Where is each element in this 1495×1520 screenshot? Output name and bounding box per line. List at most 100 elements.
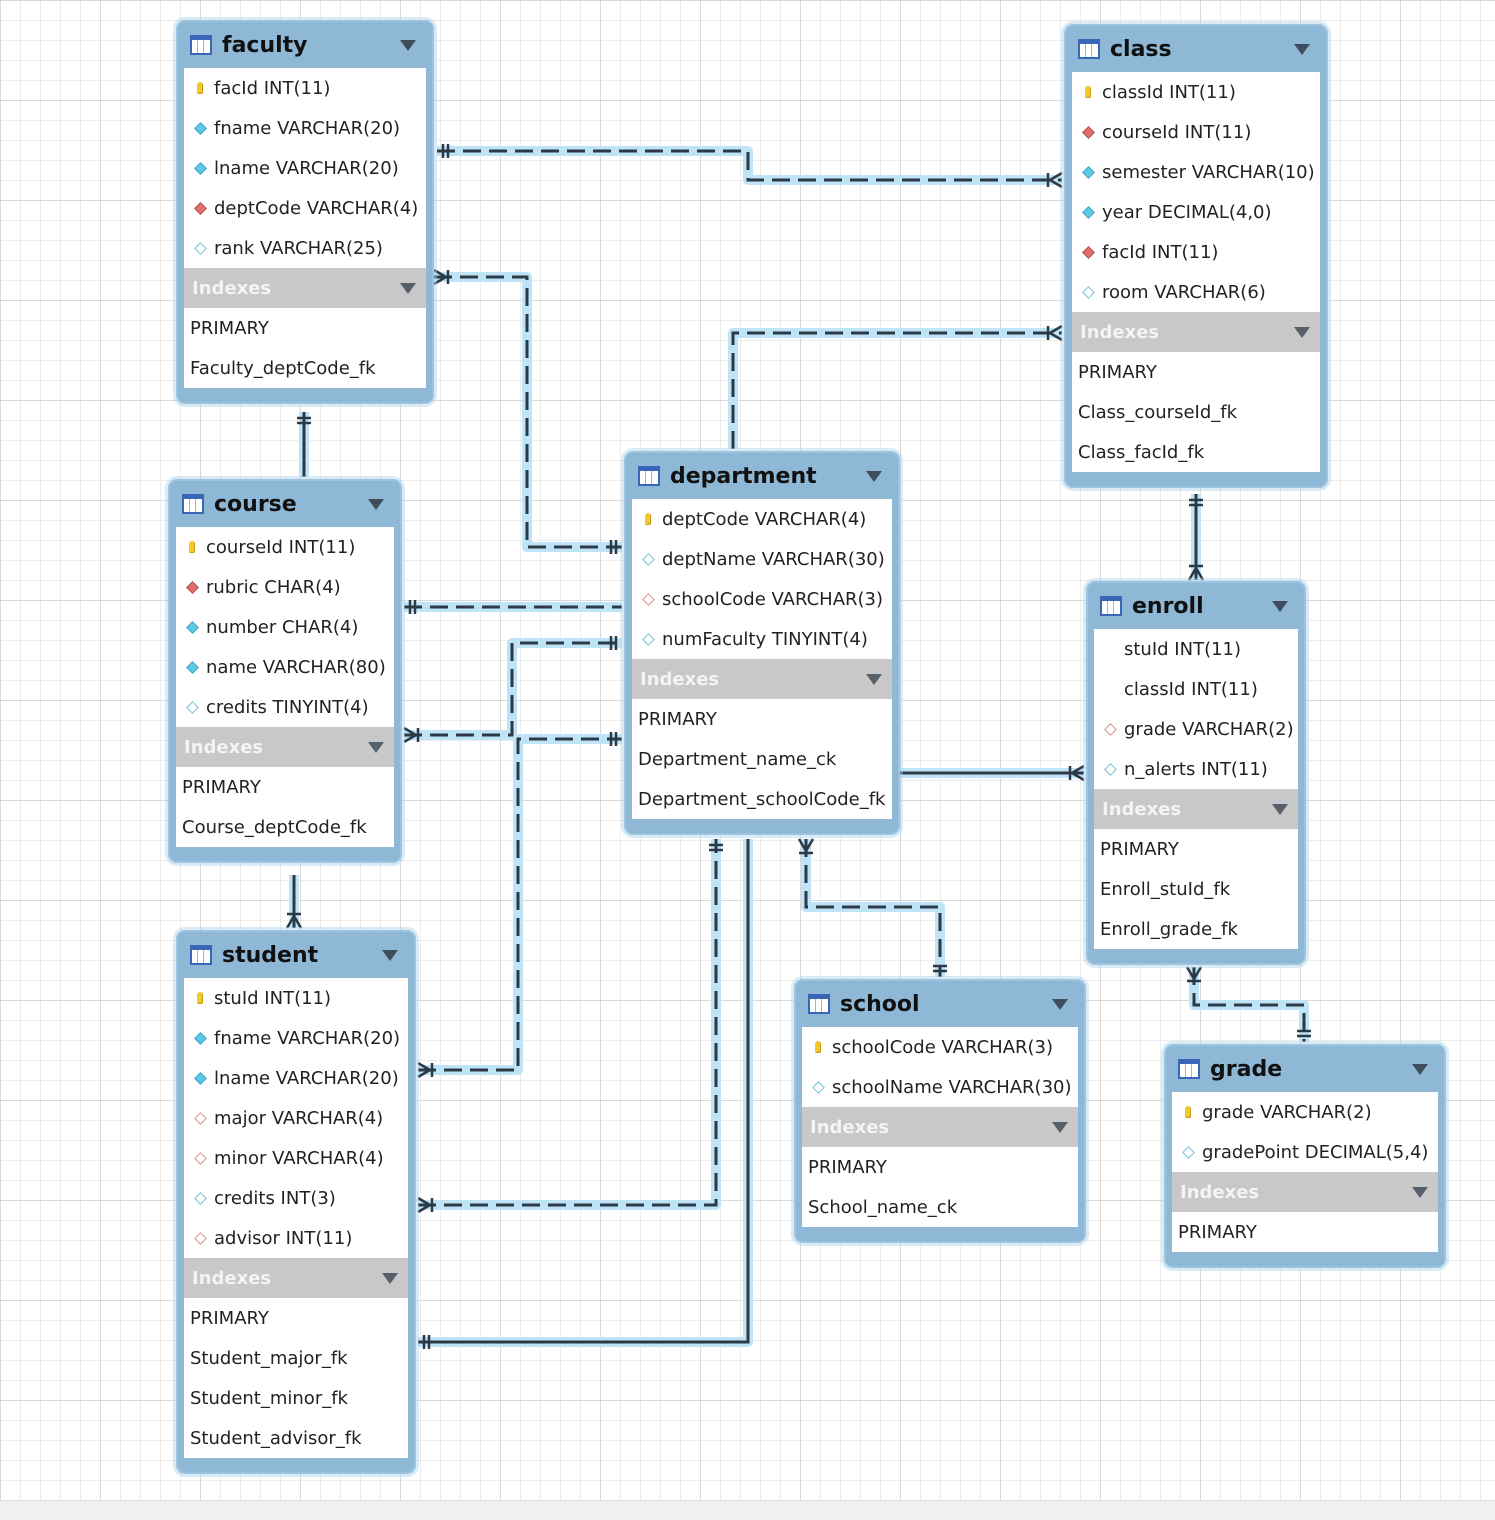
collapse-chevron-icon[interactable] — [1052, 998, 1068, 1010]
column-row[interactable]: year DECIMAL(4,0) — [1072, 192, 1320, 232]
indexes-header[interactable]: Indexes — [1094, 789, 1298, 829]
column-row[interactable]: facId INT(11) — [184, 68, 426, 108]
indexes-header[interactable]: Indexes — [1072, 312, 1320, 352]
column-row[interactable]: room VARCHAR(6) — [1072, 272, 1320, 312]
column-row[interactable]: schoolCode VARCHAR(3) — [802, 1027, 1078, 1067]
relationship-line[interactable] — [437, 149, 1062, 182]
relationship-line[interactable] — [418, 839, 718, 1207]
relationship-line[interactable] — [418, 737, 622, 1072]
index-row[interactable]: PRIMARY — [184, 308, 426, 348]
column-row[interactable]: number CHAR(4) — [176, 607, 394, 647]
index-row[interactable]: Enroll_stuId_fk — [1094, 869, 1298, 909]
column-row[interactable]: rubric CHAR(4) — [176, 567, 394, 607]
column-row[interactable]: deptCode VARCHAR(4) — [632, 499, 892, 539]
column-row[interactable]: credits INT(3) — [184, 1178, 408, 1218]
collapse-chevron-icon[interactable] — [368, 498, 384, 510]
indexes-chevron-icon[interactable] — [1052, 1121, 1068, 1133]
collapse-chevron-icon[interactable] — [1272, 600, 1288, 612]
index-row[interactable]: PRIMARY — [184, 1298, 408, 1338]
table-header[interactable]: school — [802, 981, 1078, 1027]
indexes-header[interactable]: Indexes — [802, 1107, 1078, 1147]
index-row[interactable]: Department_name_ck — [632, 739, 892, 779]
table-header[interactable]: course — [176, 481, 394, 527]
column-row[interactable]: grade VARCHAR(2) — [1094, 709, 1298, 749]
index-row[interactable]: PRIMARY — [1094, 829, 1298, 869]
column-row[interactable]: fname VARCHAR(20) — [184, 1018, 408, 1058]
index-row[interactable]: PRIMARY — [802, 1147, 1078, 1187]
column-row[interactable]: deptCode VARCHAR(4) — [184, 188, 426, 228]
relationship-line[interactable] — [418, 839, 750, 1344]
column-row[interactable]: classId INT(11) — [1094, 669, 1298, 709]
relationship-line[interactable] — [1192, 967, 1306, 1042]
column-row[interactable]: rank VARCHAR(25) — [184, 228, 426, 268]
table-header[interactable]: faculty — [184, 22, 426, 68]
column-row[interactable]: classId INT(11) — [1072, 72, 1320, 112]
column-row[interactable]: deptName VARCHAR(30) — [632, 539, 892, 579]
column-row[interactable]: gradePoint DECIMAL(5,4) — [1172, 1132, 1438, 1172]
column-row[interactable]: lname VARCHAR(20) — [184, 1058, 408, 1098]
collapse-chevron-icon[interactable] — [400, 39, 416, 51]
table-header[interactable]: department — [632, 453, 892, 499]
column-row[interactable]: courseId INT(11) — [1072, 112, 1320, 152]
relationship-line[interactable] — [731, 331, 1062, 449]
table-header[interactable]: enroll — [1094, 583, 1298, 629]
index-row[interactable]: School_name_ck — [802, 1187, 1078, 1227]
column-row[interactable]: credits TINYINT(4) — [176, 687, 394, 727]
indexes-header[interactable]: Indexes — [632, 659, 892, 699]
column-row[interactable]: numFaculty TINYINT(4) — [632, 619, 892, 659]
column-row[interactable]: advisor INT(11) — [184, 1218, 408, 1258]
relationship-line[interactable] — [804, 839, 942, 977]
column-row[interactable]: lname VARCHAR(20) — [184, 148, 426, 188]
index-row[interactable]: Student_major_fk — [184, 1338, 408, 1378]
collapse-chevron-icon[interactable] — [382, 949, 398, 961]
column-row[interactable]: n_alerts INT(11) — [1094, 749, 1298, 789]
column-row[interactable]: courseId INT(11) — [176, 527, 394, 567]
relationship-line[interactable] — [404, 641, 622, 737]
index-row[interactable]: Class_facId_fk — [1072, 432, 1320, 472]
index-row[interactable]: Course_deptCode_fk — [176, 807, 394, 847]
column-row[interactable]: schoolCode VARCHAR(3) — [632, 579, 892, 619]
index-row[interactable]: PRIMARY — [1072, 352, 1320, 392]
index-row[interactable]: Faculty_deptCode_fk — [184, 348, 426, 388]
collapse-chevron-icon[interactable] — [1294, 43, 1310, 55]
indexes-chevron-icon[interactable] — [866, 673, 882, 685]
index-row[interactable]: Student_advisor_fk — [184, 1418, 408, 1458]
index-row[interactable]: PRIMARY — [176, 767, 394, 807]
index-row[interactable]: Class_courseId_fk — [1072, 392, 1320, 432]
indexes-chevron-icon[interactable] — [1412, 1186, 1428, 1198]
table-header[interactable]: grade — [1172, 1046, 1438, 1092]
indexes-chevron-icon[interactable] — [1272, 803, 1288, 815]
index-row[interactable]: Student_minor_fk — [184, 1378, 408, 1418]
indexes-header[interactable]: Indexes — [1172, 1172, 1438, 1212]
table-header[interactable]: class — [1072, 26, 1320, 72]
column-row[interactable]: minor VARCHAR(4) — [184, 1138, 408, 1178]
collapse-chevron-icon[interactable] — [866, 470, 882, 482]
column-row[interactable]: name VARCHAR(80) — [176, 647, 394, 687]
index-row[interactable]: Enroll_grade_fk — [1094, 909, 1298, 949]
column-row[interactable]: semester VARCHAR(10) — [1072, 152, 1320, 192]
column-row[interactable]: stuId INT(11) — [1094, 629, 1298, 669]
index-row[interactable]: PRIMARY — [632, 699, 892, 739]
indexes-header[interactable]: Indexes — [176, 727, 394, 767]
indexes-header[interactable]: Indexes — [184, 268, 426, 308]
column-row[interactable]: schoolName VARCHAR(30) — [802, 1067, 1078, 1107]
column-row[interactable]: facId INT(11) — [1072, 232, 1320, 272]
index-row[interactable]: Department_schoolCode_fk — [632, 779, 892, 819]
column-row[interactable]: fname VARCHAR(20) — [184, 108, 426, 148]
indexes-chevron-icon[interactable] — [1294, 326, 1310, 338]
column-row[interactable]: major VARCHAR(4) — [184, 1098, 408, 1138]
collapse-chevron-icon[interactable] — [1412, 1063, 1428, 1075]
column-row[interactable]: stuId INT(11) — [184, 978, 408, 1018]
table-header[interactable]: student — [184, 932, 408, 978]
indexes-chevron-icon[interactable] — [368, 741, 384, 753]
indexes-header[interactable]: Indexes — [184, 1258, 408, 1298]
